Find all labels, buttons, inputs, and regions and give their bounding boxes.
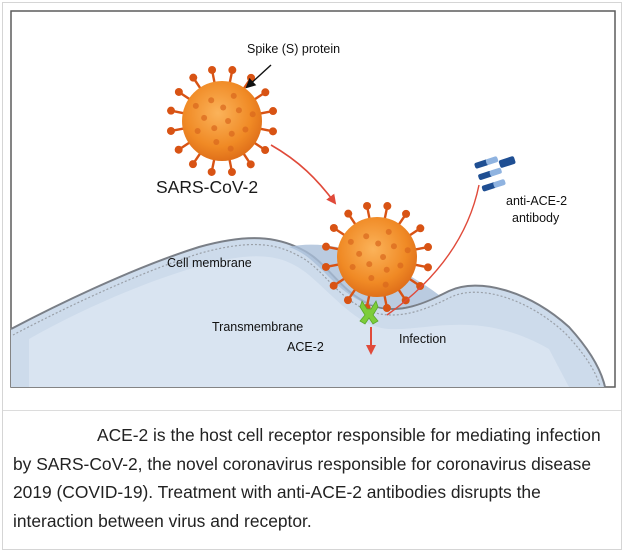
spike-protein-head: [227, 168, 236, 177]
virus-surface-dot: [397, 262, 404, 269]
ace2-label: ACE-2: [287, 340, 324, 354]
virus-surface-dot: [220, 104, 227, 111]
spike-protein-head: [208, 65, 217, 74]
spike-protein-head: [329, 281, 338, 290]
spike-protein-head: [174, 87, 183, 96]
anti-ace2-antibody-icon: [474, 156, 516, 192]
spike-protein-head: [188, 160, 197, 169]
virus-surface-dot: [194, 128, 201, 135]
virus-surface-dot: [385, 228, 392, 235]
spike-protein-head: [416, 224, 425, 233]
spike-protein-head: [424, 243, 433, 252]
virus-surface-dot: [249, 111, 256, 118]
figure-caption: ACE-2 is the host cell receptor responsi…: [13, 425, 601, 531]
virus-surface-dot: [201, 114, 208, 121]
spike-protein-head: [423, 263, 432, 272]
spike-protein-stem: [228, 158, 233, 171]
virus-surface-dot: [366, 261, 373, 268]
virus-surface-dot: [235, 107, 242, 114]
cell-membrane-label: Cell membrane: [167, 256, 252, 270]
virus-surface-dot: [347, 238, 354, 245]
virus-surface-dot: [228, 130, 235, 137]
virus-surface-dot: [356, 250, 363, 257]
caption-divider: [3, 410, 621, 411]
figure-panel: Spike (S) protein SARS-CoV-2 anti-ACE-2 …: [2, 2, 622, 550]
spike-protein-head: [167, 106, 176, 115]
virus-surface-dot: [363, 233, 370, 240]
virus-surface-dot: [368, 275, 375, 282]
transmembrane-label: Transmembrane: [212, 320, 303, 334]
spike-protein-head: [344, 209, 353, 218]
spike-protein-head: [189, 73, 198, 82]
spike-protein-stem: [252, 141, 265, 150]
antibody-path-line: [386, 184, 480, 316]
spike-protein-head: [261, 88, 270, 97]
infection-label: Infection: [399, 332, 446, 346]
spike-protein-head: [174, 145, 183, 154]
cell-highlight: [29, 256, 569, 387]
spike-protein-head: [322, 242, 331, 251]
virus-surface-dot: [225, 118, 232, 124]
spike-protein-head: [343, 296, 352, 305]
spike-protein-stem: [414, 246, 427, 251]
spike-protein-head: [329, 223, 338, 232]
spike-protein-head: [261, 146, 270, 155]
virus-surface-dot: [208, 97, 215, 104]
ace2-receptor: [359, 300, 379, 325]
spike-pointer-arrow: [245, 64, 272, 89]
antibody-label-line1: anti-ACE-2: [506, 194, 567, 208]
virus-surface-dot: [230, 92, 237, 99]
spike-protein-stem: [259, 127, 272, 133]
spike-protein-head: [383, 202, 392, 211]
virus-surface-dot: [211, 125, 218, 132]
spike-protein-stem: [414, 263, 427, 269]
spike-protein-head: [228, 66, 237, 75]
spike-protein-head: [246, 160, 255, 169]
sars-cov-2-virus-docked: [321, 201, 433, 313]
spike-protein-label: Spike (S) protein: [247, 42, 340, 56]
virus-approach-arrow: [270, 144, 337, 205]
virus-surface-dot: [242, 126, 249, 133]
spike-protein-head: [166, 126, 175, 135]
virus-surface-dot: [382, 281, 389, 288]
antibody-label-line2: antibody: [512, 211, 560, 225]
virus-surface-dot: [213, 139, 220, 146]
spike-protein-stem: [383, 294, 388, 307]
spike-protein-stem: [365, 294, 371, 307]
spike-protein-head: [382, 304, 391, 313]
virus-surface-dot: [375, 240, 382, 247]
spike-protein-head: [268, 127, 277, 136]
spike-protein-stem: [193, 151, 202, 164]
sars-cov-2-virus-free: [166, 65, 278, 177]
ace2-infection-diagram: Spike (S) protein SARS-CoV-2 anti-ACE-2 …: [10, 10, 616, 388]
virus-surface-dot: [192, 102, 199, 109]
spike-protein-head: [402, 209, 411, 218]
spike-protein-stem: [348, 214, 358, 226]
virus-surface-dot: [404, 247, 411, 254]
spike-protein-head: [207, 167, 216, 176]
virus-envelope: [182, 81, 262, 161]
virus-surface-dot: [383, 266, 390, 273]
cell-membrane-inner: [12, 243, 601, 388]
spike-protein-stem: [327, 245, 340, 251]
virus-surface-dot: [227, 145, 234, 152]
spike-protein-head: [269, 107, 278, 116]
spike-protein-stem: [172, 127, 185, 132]
virus-envelope: [337, 217, 417, 297]
spike-protein-stem: [179, 92, 192, 101]
spike-protein-head: [363, 201, 372, 210]
virus-surface-dot: [380, 254, 387, 260]
spike-protein-stem: [366, 207, 371, 220]
spike-protein-head: [321, 262, 330, 271]
virus-surface-dot: [390, 243, 397, 250]
spike-protein-stem: [327, 263, 340, 268]
spike-protein-head: [416, 282, 425, 291]
virus-name-label: SARS-CoV-2: [156, 177, 258, 197]
virus-surface-dot: [349, 264, 356, 271]
